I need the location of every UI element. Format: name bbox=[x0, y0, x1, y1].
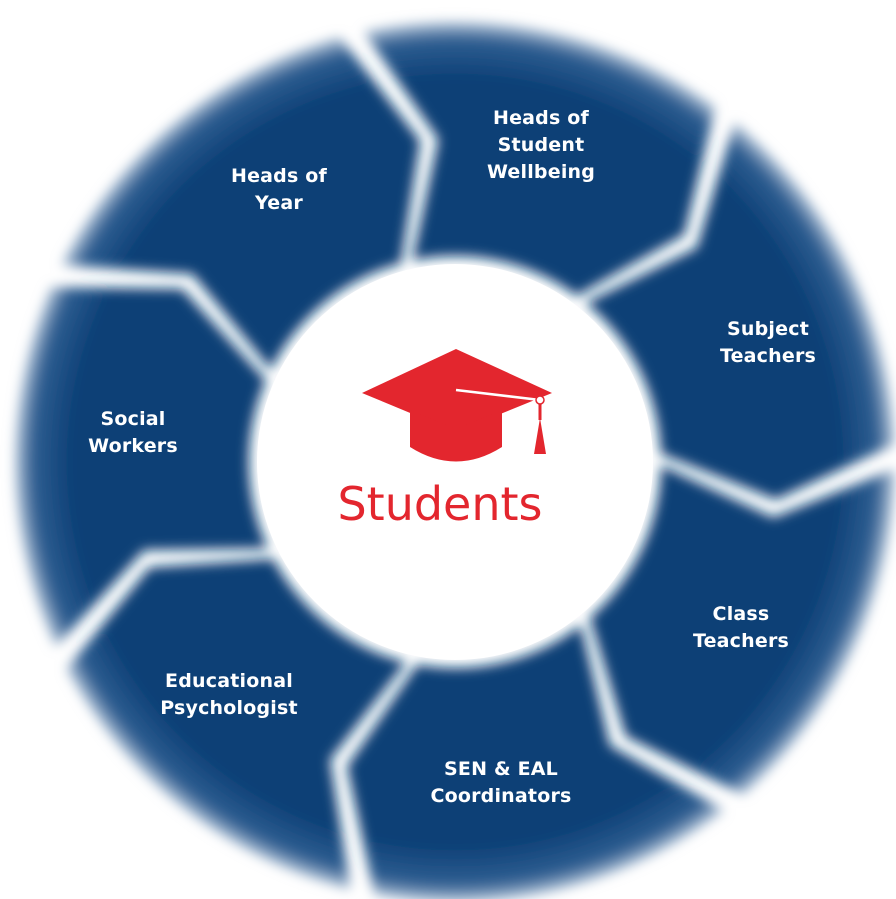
segment-social-workers bbox=[15, 287, 269, 647]
graduation-cap-icon bbox=[362, 349, 552, 462]
segment-class-teachers bbox=[589, 465, 895, 795]
segment-sen-eal-coordinators bbox=[347, 625, 724, 899]
segment-educational-psychologist bbox=[66, 558, 407, 890]
label-subject-teachers: Subject Teachers bbox=[719, 318, 817, 367]
center-disc bbox=[257, 264, 653, 660]
center-title: Students bbox=[337, 477, 543, 531]
label-social-workers: Social Workers bbox=[88, 408, 178, 457]
segment-heads-of-student-wellbeing bbox=[363, 22, 716, 296]
segment-subject-teachers bbox=[585, 122, 895, 500]
label-educational-psychologist: Educational Psychologist bbox=[160, 670, 298, 719]
label-heads-of-year: Heads of Year bbox=[230, 165, 328, 214]
label-sen-eal-coordinators: SEN & EAL Coordinators bbox=[430, 758, 572, 807]
label-heads-of-student-wellbeing: Heads of Student Wellbeing bbox=[486, 107, 596, 183]
segment-heads-of-year bbox=[61, 37, 421, 370]
segments-ring bbox=[15, 22, 895, 899]
label-class-teachers: Class Teachers bbox=[692, 603, 790, 652]
